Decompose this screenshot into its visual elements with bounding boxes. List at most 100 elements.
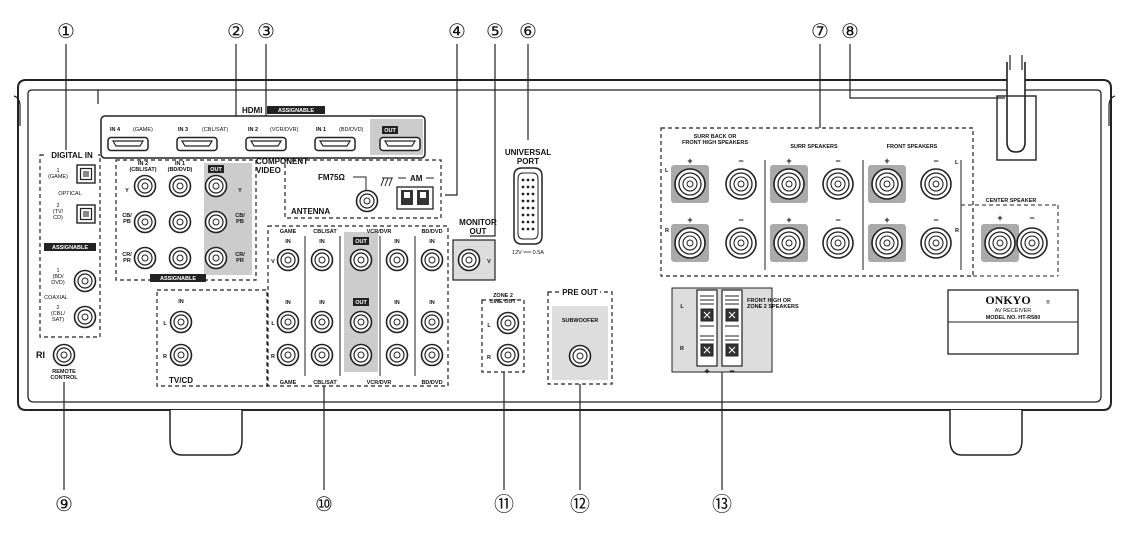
callout-3: ③ [257,21,275,43]
hdmi-out-port[interactable] [379,136,421,152]
power-cord [996,55,1037,161]
av-out-label: OUT [355,300,367,306]
zone2-l-jack[interactable] [496,311,520,335]
callout-10: ⑩ [315,494,333,516]
pin [531,185,535,189]
component-in2-cb-jack[interactable] [133,210,157,234]
subwoofer-jack[interactable] [568,344,592,368]
antenna-fm-label: FM75Ω [318,173,345,182]
callout-1: ① [57,21,75,43]
component-row-cr-right: CR/PR [235,252,245,264]
zone2-r-jack[interactable] [496,343,520,367]
component-in2-y-jack[interactable] [133,174,157,198]
av-in-label: IN [285,300,291,306]
pin [526,227,530,231]
pin [531,227,535,231]
component-in1-cr-jack[interactable] [168,246,192,270]
monitor-out-jack[interactable] [457,248,481,272]
speaker-terminal-g2-plus-r[interactable] [871,227,903,259]
speaker-terminal-g2-plus-l[interactable] [871,168,903,200]
speaker-terminal-g2-minus-l[interactable] [920,168,952,200]
fm-antenna-jack[interactable] [355,189,379,213]
speaker-terminal-g1-minus-l[interactable] [822,168,854,200]
av-jack-c1-l[interactable] [310,310,334,334]
av-jack-c3-v[interactable] [385,248,409,272]
tv-cd-in-label: IN [178,299,184,305]
av-in-label: IN [319,300,325,306]
av-jack-c1-r[interactable] [310,343,334,367]
brand-line2: MODEL NO. HT-R580 [986,315,1041,321]
av-col-header-bottom-0: GAME [280,380,297,386]
tv-cd-r-jack[interactable] [169,343,193,367]
center-speaker-terminal-plus[interactable] [984,227,1016,259]
av-jack-c1-v[interactable] [310,248,334,272]
av-jack-c0-r[interactable] [276,343,300,367]
av-jack-c0-v[interactable] [276,248,300,272]
tv-cd-l-label: L [163,321,167,327]
av-jack-c2-v[interactable] [349,248,373,272]
hdmi-in1-port[interactable] [314,136,356,152]
av-jack-c3-l[interactable] [385,310,409,334]
center-speaker-terminal-minus[interactable] [1016,227,1048,259]
av-in-label: IN [394,239,400,245]
coax-2-jack[interactable] [73,305,97,329]
av-jack-c3-r[interactable] [385,343,409,367]
hdmi-in2-port[interactable] [245,136,287,152]
universal-port-connector[interactable] [513,167,543,245]
av-jack-c2-r[interactable] [349,343,373,367]
coax-1-jack[interactable] [73,269,97,293]
antenna-label: ANTENNA [291,207,330,216]
center-title: CENTER SPEAKER [986,198,1037,204]
hdmi-in1-label: IN 1 [316,127,326,133]
hdmi-in4-port[interactable] [107,136,149,152]
speaker-terminal-g1-plus-r[interactable] [773,227,805,259]
digital-in-section: DIGITAL IN 1(GAME) OPTICAL 2(TV/CD) ASSI… [39,150,101,338]
speaker-terminal-g0-plus-l[interactable] [674,168,706,200]
hdmi-in3-port[interactable] [176,136,218,152]
pin [526,220,530,224]
speaker-polarity-label: − [933,215,938,225]
component-out-y-jack[interactable] [204,174,228,198]
surr-title: SURR SPEAKERS [790,144,838,150]
component-in2-cr-jack[interactable] [133,246,157,270]
digital-assignable-badge [44,243,96,251]
av-jack-c4-r[interactable] [420,343,444,367]
remote-control-jack[interactable] [52,343,76,367]
speaker-terminal-g0-plus-r[interactable] [674,227,706,259]
component-in1-cb-jack[interactable] [168,210,192,234]
speaker-polarity-label: + [884,215,889,225]
speaker-terminal-g1-minus-r[interactable] [822,227,854,259]
pin [526,213,530,217]
tv-cd-border [156,289,268,387]
speaker-terminal-g0-minus-l[interactable] [725,168,757,200]
hdmi-assignable-label: ASSIGNABLE [278,108,314,114]
component-in1-label: IN 1(BD/DVD) [168,161,193,173]
brand-registered: ® [1046,299,1050,306]
av-jack-c4-l[interactable] [420,310,444,334]
av-jack-c2-l[interactable] [349,310,373,334]
av-jack-c4-v[interactable] [420,248,444,272]
av-col-header-bottom-3: BD/DVD [421,380,442,386]
speaker-terminal-g0-minus-r[interactable] [725,227,757,259]
component-out-cr-jack[interactable] [204,246,228,270]
zone2-speakers-minus: − [729,366,734,376]
av-jack-c0-l[interactable] [276,310,300,334]
tv-cd-l-jack[interactable] [169,310,193,334]
speaker-polarity-label: − [933,156,938,166]
optical-1-jack[interactable] [76,164,96,184]
speaker-terminal-g2-minus-r[interactable] [920,227,952,259]
component-row-cr-left: CR/PR [122,252,132,264]
hdmi-assignable-badge [267,106,325,114]
speaker-polarity-label: − [835,156,840,166]
zone2-spring-terminals[interactable] [696,289,743,367]
optical-2-jack[interactable] [76,204,96,224]
speaker-polarity-label: − [738,215,743,225]
component-out-cb-jack[interactable] [204,210,228,234]
component-in1-y-jack[interactable] [168,174,192,198]
pin [531,199,535,203]
speaker-terminal-g1-plus-l[interactable] [773,168,805,200]
